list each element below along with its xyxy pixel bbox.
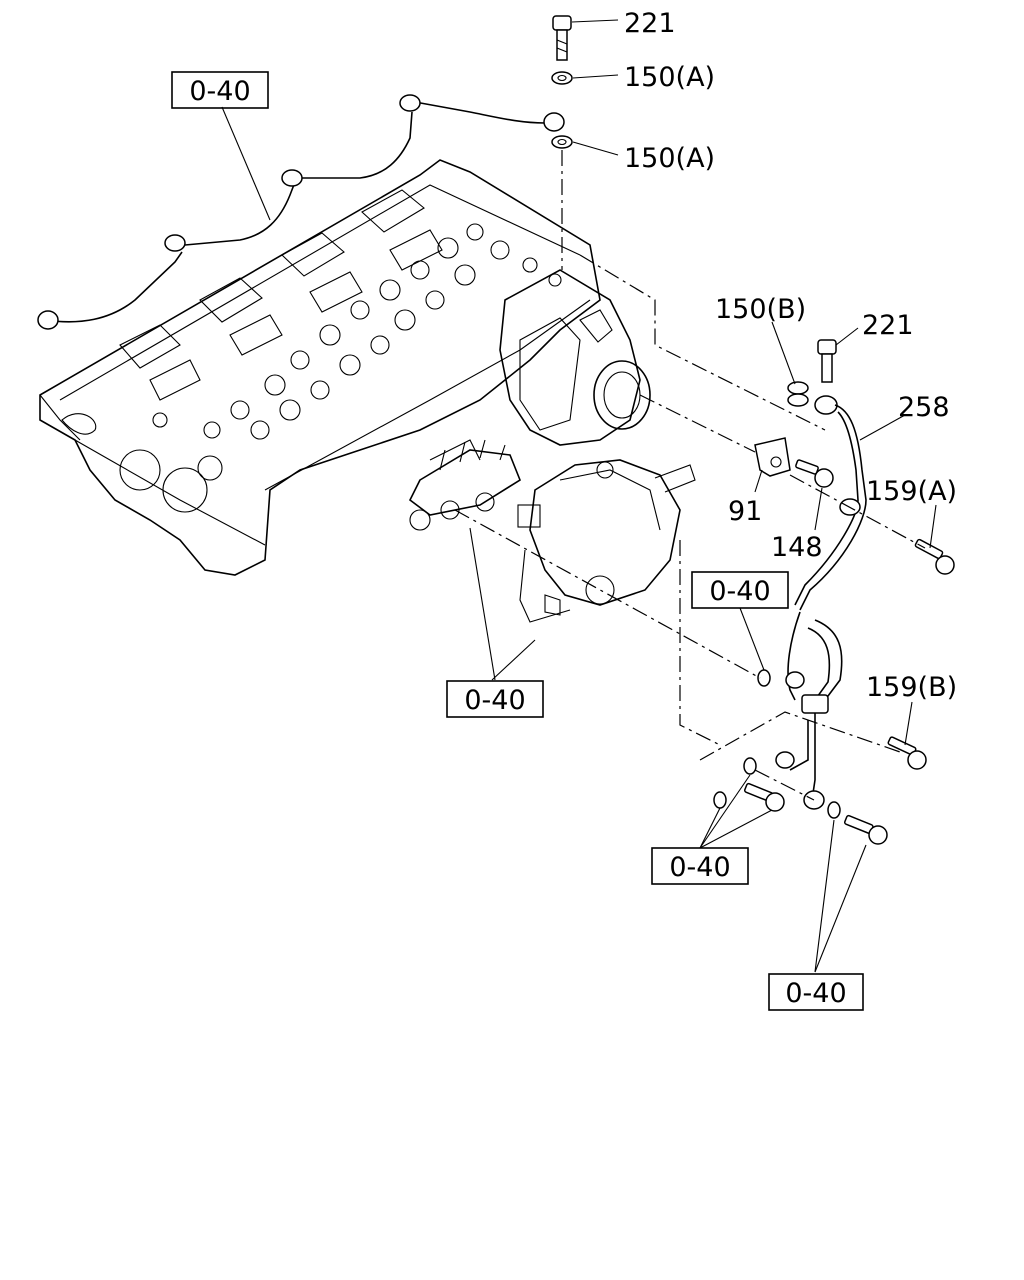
ref-box-bottom-right: 0-40 [768,973,864,1011]
supply-pump [517,459,696,623]
callout-150a-upper: 150(A) [624,62,715,93]
ref-box-bottom-center: 0-40 [651,847,749,885]
ref-box-top-left: 0-40 [171,71,269,109]
washer-150a-upper [551,71,573,85]
svg-text:0-40: 0-40 [709,576,770,607]
callout-150b: 150(B) [715,294,806,325]
throttle-body [499,269,651,446]
washer-150b [787,381,809,407]
leader-lines [221,19,937,973]
ref-box-middle-right: 0-40 [691,571,789,609]
callout-258: 258 [898,392,950,423]
lower-washers [713,669,841,819]
callout-221-right: 221 [862,310,914,341]
bracket-91 [754,437,791,477]
bolt-221-top [552,15,572,61]
callout-91: 91 [728,496,762,527]
washer-150a-lower [551,135,573,149]
alignment-lines [454,150,926,801]
lower-bolts [743,782,888,845]
ref-box-lower-left: 0-40 [446,680,544,718]
svg-text:0-40: 0-40 [464,685,525,716]
leak-off-pipe [37,94,565,330]
svg-text:0-40: 0-40 [189,76,250,107]
cylinder-head [39,159,601,576]
callout-148: 148 [771,532,823,563]
bolt-159a [914,538,955,575]
svg-text:0-40: 0-40 [785,978,846,1009]
callout-221-top: 221 [624,8,676,39]
bolt-159b [887,736,927,770]
fuel-rail [408,439,521,531]
callout-159b: 159(B) [866,672,957,703]
svg-text:0-40: 0-40 [669,852,730,883]
bolt-221-right [817,339,837,383]
bolt-148 [795,459,834,488]
pipe-258 [775,395,867,810]
callout-150a-lower: 150(A) [624,143,715,174]
callout-159a: 159(A) [866,476,957,507]
